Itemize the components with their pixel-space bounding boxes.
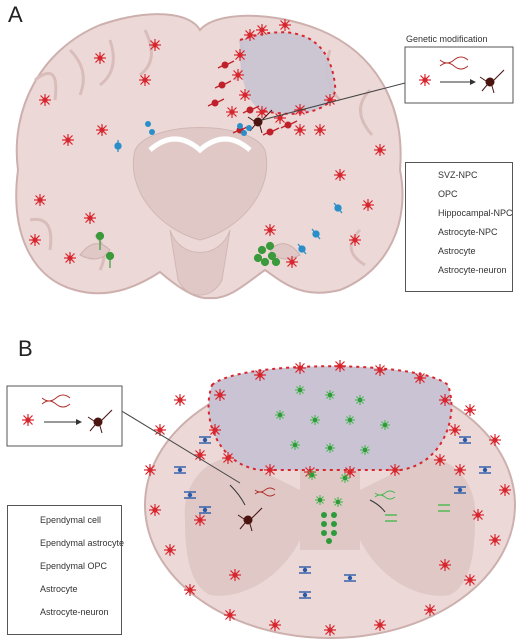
legend-a-row: SVZ-NPC [438,170,478,180]
legend-a-row: Astrocyte-NPC [438,227,498,237]
panel-b-arrow-opc [369,499,386,513]
panel-a-opcs [114,140,343,255]
legend-b-row: Astrocyte-neuron [40,607,109,617]
pointer-line-b [119,409,241,484]
panel-b-dna-green [374,490,396,500]
legend-b-row: Astrocyte [40,584,78,594]
panel-b-ependymal-opcs [385,504,450,522]
panel-b-label: B [18,336,33,361]
legend-a-row: Hippocampal-NPC [438,208,513,218]
genetic-modification-box-b [6,385,123,447]
panel-a-hippocampal-npcs [95,231,281,268]
panel-b-ependymal-cells [321,512,337,544]
genetic-modification-title: Genetic modification [406,34,488,44]
legend-b: Ependymal cell Ependymal astrocyte Epend… [7,505,125,635]
pointer-line-a [261,82,406,121]
legend-a-row: Astrocyte [438,246,476,256]
legend-a-row: OPC [438,189,458,199]
legend-b-row: Ependymal OPC [40,561,108,571]
gm-b-astrocyte-icon [21,413,35,427]
legend-b-row: Ependymal cell [40,515,102,525]
gm-a-astrocyte-icon [418,73,432,87]
genetic-modification-box-a [404,46,514,104]
legend-a-row: Astrocyte-neuron [438,265,507,275]
panel-b-arrow-neuron [229,484,246,506]
panel-b-dna-icons [254,487,276,497]
dna-icon [439,56,469,70]
spinal-cord-section [144,365,516,639]
gm-b-dna-icon [41,394,71,408]
panel-a-label: A [8,2,23,27]
legend-b-row: Ependymal astrocyte [40,538,125,548]
panel-a-svz-npcs [145,121,252,136]
legend-a: SVZ-NPC OPC Hippocampal-NPC Astrocyte-NP… [405,162,513,292]
coronal-brain-section [15,13,404,300]
